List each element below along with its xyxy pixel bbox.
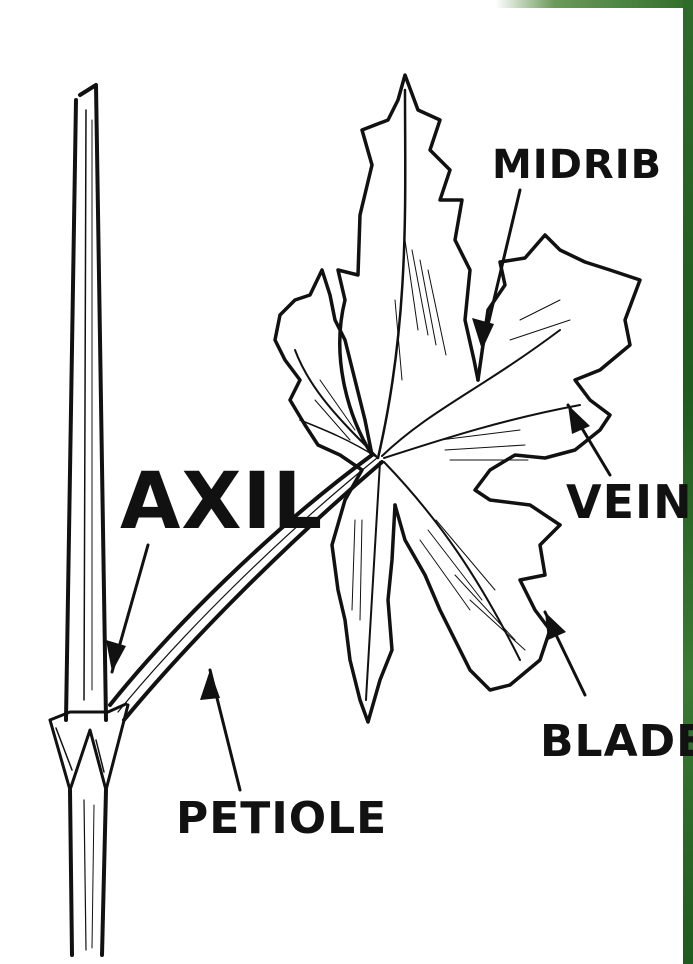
label-axil: AXIL (120, 457, 323, 547)
label-midrib: MIDRIB (492, 142, 662, 188)
stem (50, 85, 128, 955)
label-petiole: PETIOLE (176, 793, 387, 844)
label-blade: BLADE (540, 716, 693, 767)
label-vein: VEIN (566, 475, 693, 529)
